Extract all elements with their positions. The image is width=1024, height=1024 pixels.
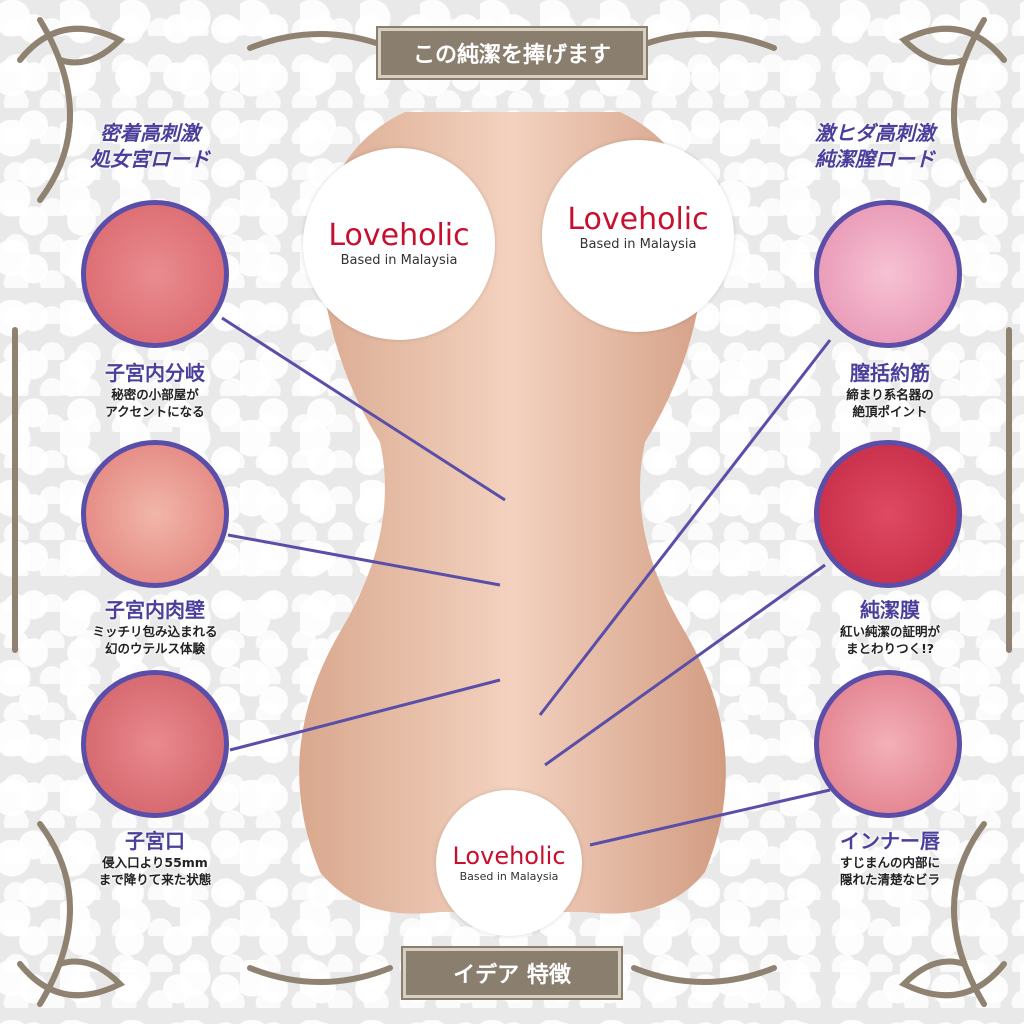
corner-ornament-tl (12, 17, 126, 653)
watermark-sub: Based in Malaysia (459, 870, 559, 883)
bottom-banner: イデア 特徴 (401, 946, 623, 1000)
left-title-line-2: 処女宮ロード (90, 147, 210, 171)
watermark-brand: Loveholic (567, 202, 709, 237)
corner-ornament-bl (17, 821, 126, 1007)
feature-desc: まで降りて来た状態 (98, 872, 212, 887)
left-title-line-1: 密着高刺激 (100, 121, 200, 145)
feature-label: 子宮口 侵入口より55mm まで降りて来た状態 (55, 828, 255, 888)
feature-label: インナー唇 すじまんの内部に 隠れた清楚なビラ (790, 828, 990, 888)
connector-line (221, 316, 506, 502)
right-section-title: 激ヒダ高刺激 純潔膣ロード (785, 120, 965, 172)
feature-label: 子宮内肉壁 ミッチリ包み込まれる 幻のウテルス体験 (55, 597, 255, 657)
right-title-line-1: 激ヒダ高刺激 (815, 121, 935, 145)
feature-desc: 侵入口より55mm (102, 855, 208, 870)
feature-image-sphincter (814, 200, 962, 348)
connector-line (538, 339, 832, 716)
feature-name: 膣括約筋 (850, 361, 930, 385)
connector-line (544, 563, 826, 767)
feature-desc: 隠れた清楚なビラ (839, 872, 940, 887)
connector-line (227, 533, 501, 587)
feature-image-cervix (81, 670, 229, 818)
connector-line (229, 678, 501, 752)
feature-image-inner-lips (814, 670, 962, 818)
feature-name: 子宮内分岐 (105, 361, 205, 385)
feature-image-membrane (814, 440, 962, 588)
feature-name: 子宮口 (125, 829, 185, 853)
feature-desc: 秘密の小部屋が (111, 387, 199, 402)
feature-desc: 締まり系名器の (846, 387, 934, 402)
top-banner: この純潔を捧げます (376, 26, 648, 80)
corner-ornament-br (898, 821, 1007, 1007)
feature-desc: ミッチリ包み込まれる (92, 624, 218, 639)
watermark-brand: Loveholic (452, 842, 566, 870)
feature-image-uterine-wall (81, 440, 229, 588)
watermark-badge: Loveholic Based in Malaysia (303, 148, 495, 340)
connector-line (589, 788, 831, 847)
watermark-sub: Based in Malaysia (340, 253, 458, 268)
watermark-sub: Based in Malaysia (579, 237, 697, 252)
right-title-line-2: 純潔膣ロード (815, 147, 935, 171)
left-section-title: 密着高刺激 処女宮ロード (60, 120, 240, 172)
watermark-badge: Loveholic Based in Malaysia (436, 790, 582, 936)
feature-desc: 幻のウテルス体験 (104, 641, 205, 656)
corner-ornament-tr (898, 17, 1012, 653)
feature-name: 純潔膜 (860, 598, 920, 622)
watermark-badge: Loveholic Based in Malaysia (542, 140, 734, 332)
feature-desc: すじまんの内部に (839, 855, 940, 870)
watermark-brand: Loveholic (328, 218, 470, 253)
feature-name: 子宮内肉壁 (105, 598, 205, 622)
feature-desc: 紅い純潔の証明が (839, 624, 940, 639)
feature-label: 純潔膜 紅い純潔の証明が まとわりつく!? (790, 597, 990, 657)
feature-label: 膣括約筋 締まり系名器の 絶頂ポイント (790, 360, 990, 420)
feature-image-uterine-branch (81, 200, 229, 348)
feature-name: インナー唇 (840, 829, 940, 853)
feature-desc: 絶頂ポイント (852, 404, 928, 419)
feature-label: 子宮内分岐 秘密の小部屋が アクセントになる (55, 360, 255, 420)
feature-desc: アクセントになる (105, 404, 205, 419)
feature-desc: まとわりつく!? (845, 641, 935, 656)
